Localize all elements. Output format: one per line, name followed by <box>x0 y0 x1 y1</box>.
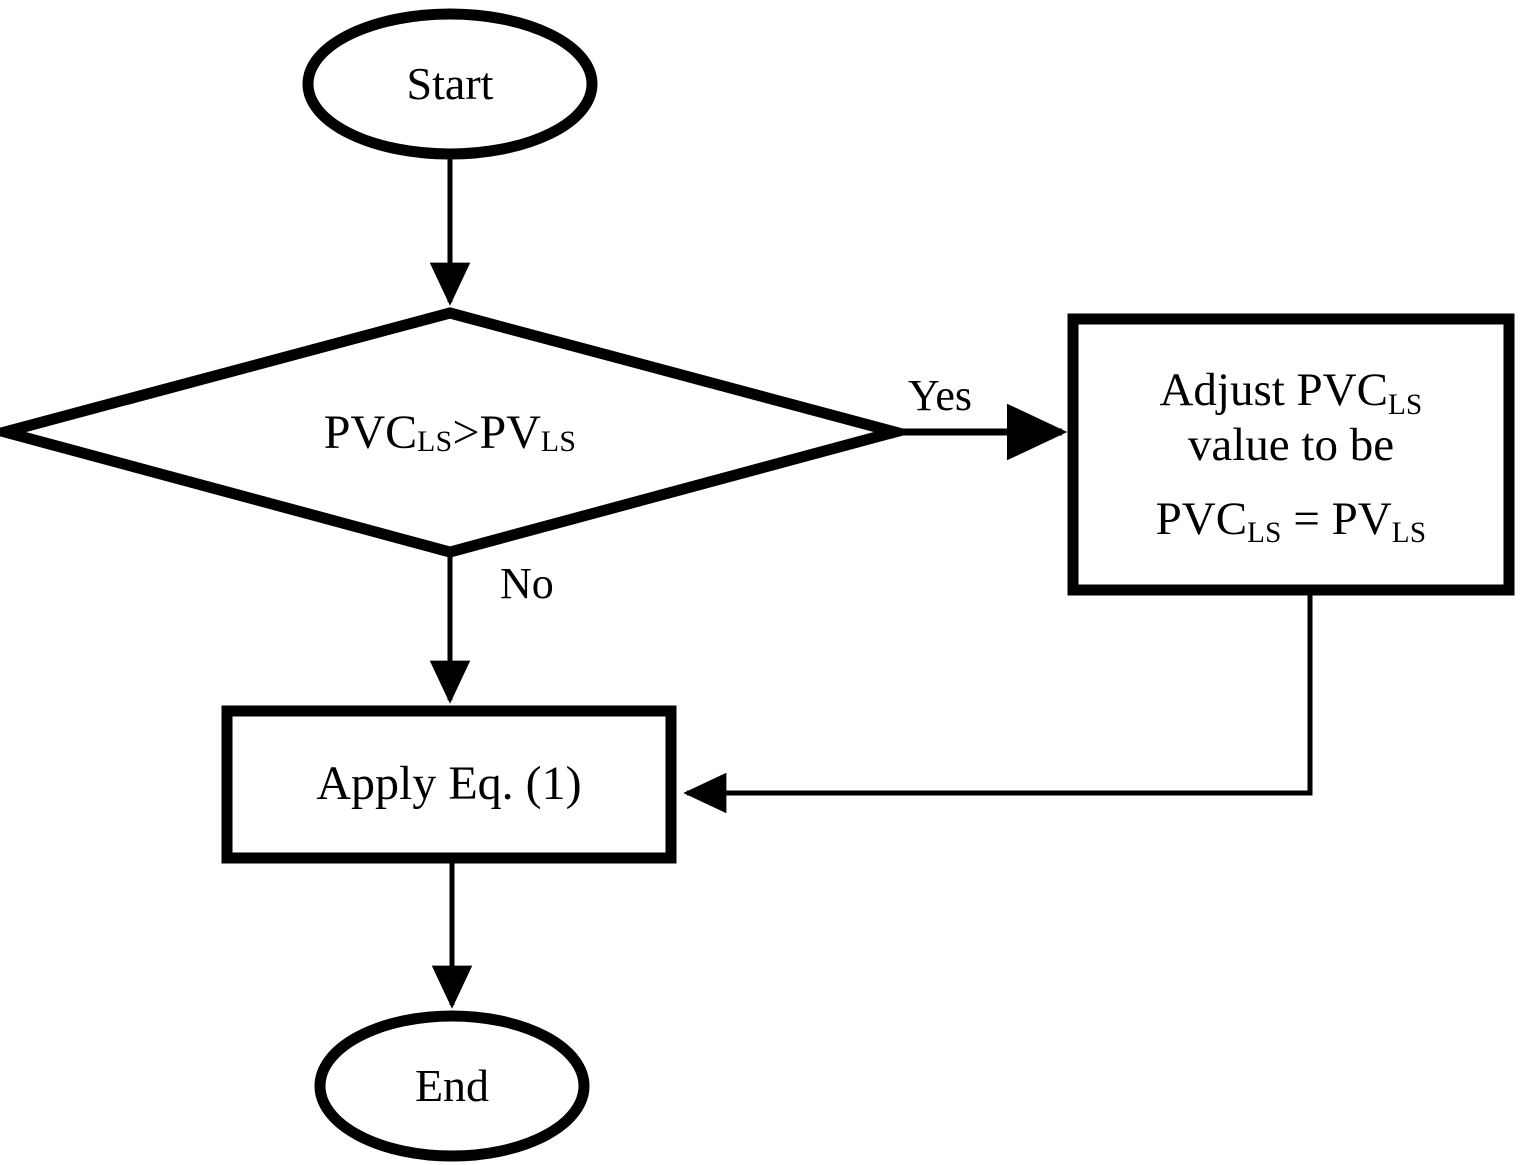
edge-label-yes: Yes <box>908 371 973 420</box>
edge-adjust-to-apply <box>683 592 1313 814</box>
edge-label-no: No <box>500 559 554 608</box>
node-start-shape[interactable] <box>302 8 598 160</box>
node-apply-shape[interactable] <box>221 705 677 864</box>
node-adjust-shape[interactable] <box>1067 313 1515 596</box>
node-decision-shape[interactable] <box>0 307 917 558</box>
node-end-shape[interactable] <box>314 1010 590 1162</box>
